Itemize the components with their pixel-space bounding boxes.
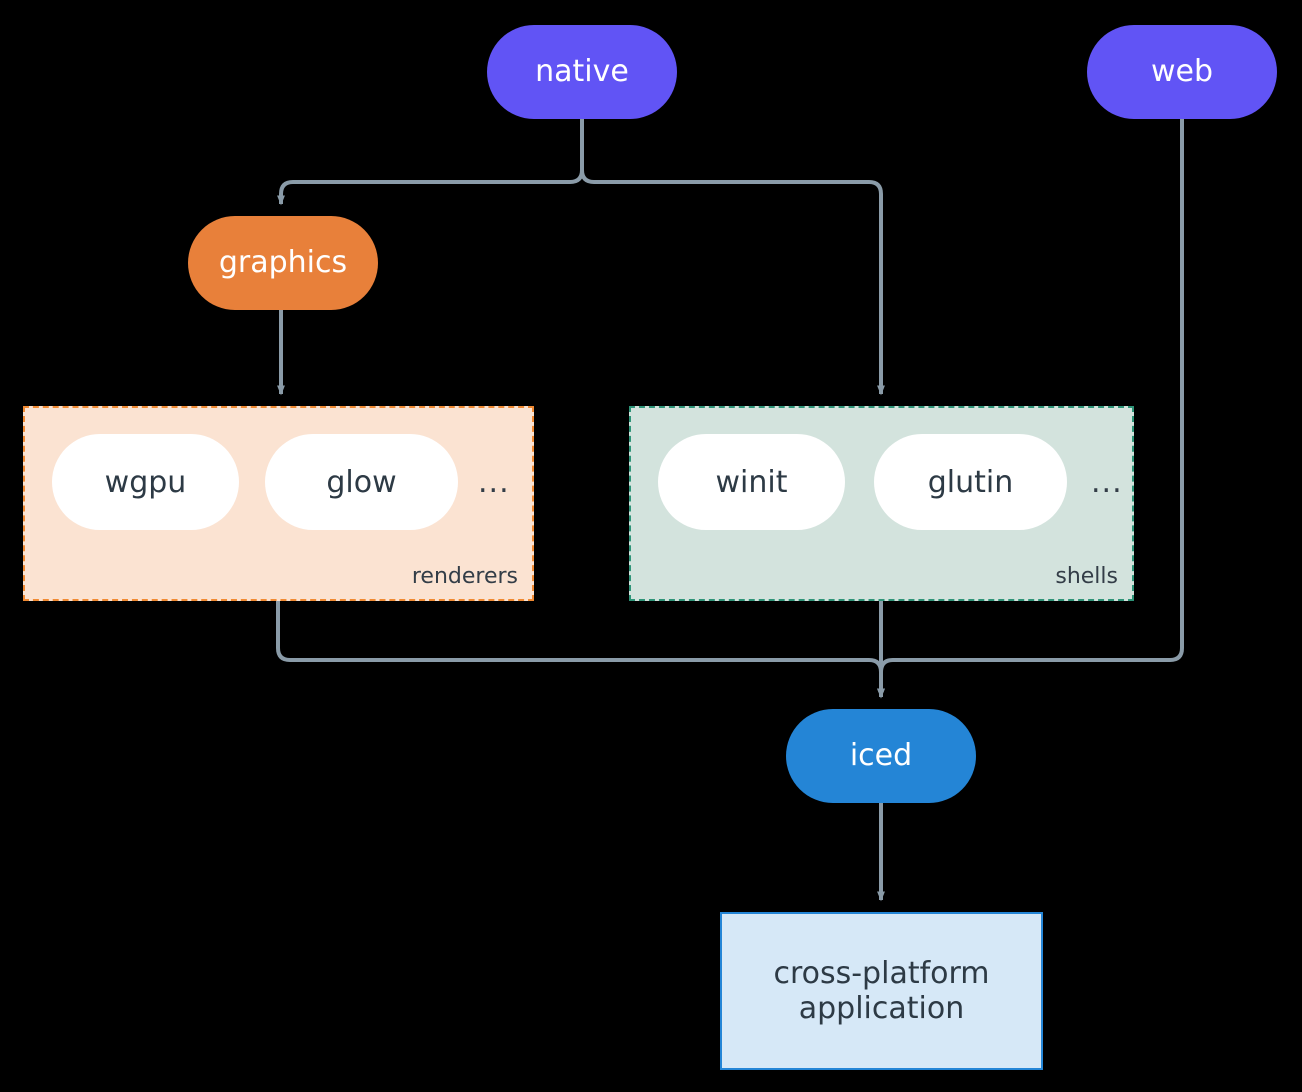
edge-native-to-shells bbox=[580, 119, 885, 396]
edge-native-to-graphics bbox=[277, 119, 584, 206]
application-label-line1: cross-platform bbox=[773, 955, 990, 991]
node-graphics-label: graphics bbox=[218, 245, 348, 281]
chip-winit-label: winit bbox=[715, 464, 788, 500]
application-label-line2: application bbox=[798, 991, 965, 1026]
group-renderers-label: renderers bbox=[411, 564, 518, 589]
chip-glutin-label: glutin bbox=[927, 464, 1014, 500]
renderers-overflow-ellipsis: ... bbox=[478, 464, 510, 500]
node-web-label: web bbox=[1150, 54, 1214, 90]
node-native[interactable]: native bbox=[487, 25, 677, 119]
node-iced-label: iced bbox=[849, 738, 913, 774]
node-native-label: native bbox=[535, 54, 629, 90]
edge-renderers-to-iced bbox=[276, 601, 885, 699]
chip-wgpu[interactable]: wgpu bbox=[52, 434, 239, 530]
chip-wgpu-label: wgpu bbox=[104, 464, 187, 500]
edge-web-to-iced bbox=[877, 119, 1184, 699]
shells-overflow-ellipsis: ... bbox=[1091, 464, 1123, 500]
group-shells-label: shells bbox=[1055, 564, 1118, 589]
group-shells: winit glutin ... shells bbox=[629, 406, 1134, 601]
node-graphics[interactable]: graphics bbox=[188, 216, 378, 310]
node-iced[interactable]: iced bbox=[786, 709, 976, 803]
node-web[interactable]: web bbox=[1087, 25, 1277, 119]
chip-glow-label: glow bbox=[326, 464, 397, 500]
chip-glutin[interactable]: glutin bbox=[874, 434, 1067, 530]
group-renderers: wgpu glow ... renderers bbox=[23, 406, 534, 601]
chip-winit[interactable]: winit bbox=[658, 434, 845, 530]
chip-glow[interactable]: glow bbox=[265, 434, 458, 530]
node-cross-platform-application[interactable]: cross-platform application bbox=[720, 912, 1043, 1070]
